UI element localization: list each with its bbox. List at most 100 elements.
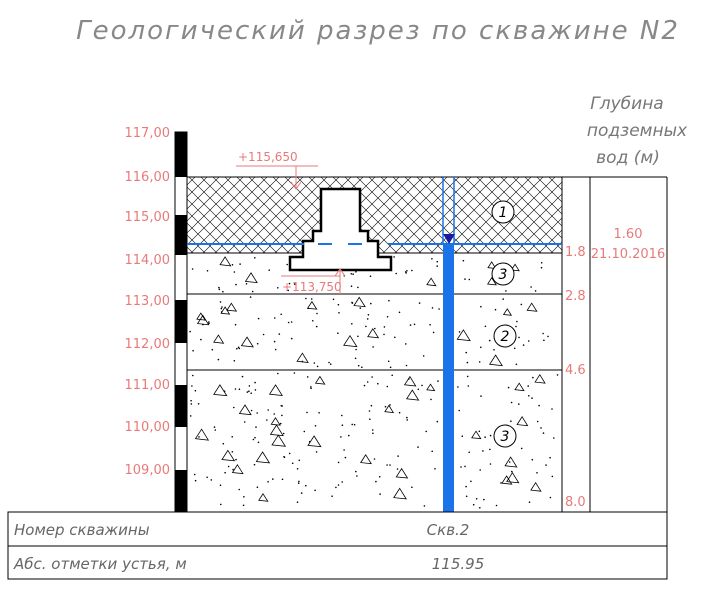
gw-header-line-2: подземных — [587, 121, 688, 141]
soil-dot — [231, 264, 234, 266]
layer-number: 3 — [501, 429, 510, 445]
soil-dot — [191, 385, 193, 387]
soil-dot — [465, 485, 467, 488]
soil-dot — [495, 504, 498, 507]
soil-dot — [374, 327, 376, 330]
soil-dot — [340, 436, 342, 438]
soil-dot — [221, 306, 223, 308]
soil-dot — [493, 349, 495, 351]
soil-triangle — [238, 404, 252, 416]
soil-triangle — [271, 434, 287, 447]
soil-dot — [234, 323, 237, 326]
soil-dot — [436, 260, 439, 263]
soil-dot — [513, 347, 516, 350]
soil-dot — [251, 290, 254, 293]
soil-dot — [197, 403, 200, 405]
soil-dot — [248, 390, 250, 393]
foundation-outline — [288, 187, 393, 272]
soil-dot — [536, 472, 538, 474]
soil-dot — [489, 448, 491, 451]
soil-triangle — [487, 261, 497, 269]
soil-dot — [315, 325, 318, 328]
soil-dot — [227, 465, 230, 468]
soil-dot — [277, 287, 279, 289]
soil-dot — [357, 335, 359, 338]
soil-dot — [273, 340, 276, 343]
soil-dot — [190, 403, 193, 405]
soil-dot — [423, 505, 426, 507]
soil-dot — [361, 366, 363, 369]
soil-dot — [314, 489, 316, 492]
soil-dot — [277, 372, 279, 375]
drawing-title: Геологический разрез по скважине N2 — [76, 16, 680, 46]
soil-dot — [369, 275, 372, 278]
soil-dot — [551, 475, 554, 478]
soil-dot — [489, 434, 492, 437]
soil-dot — [371, 376, 373, 378]
soil-dot — [482, 450, 484, 452]
soil-dot — [488, 339, 491, 342]
soil-triangles — [194, 256, 546, 502]
soil-dot — [282, 432, 285, 435]
soil-dot — [386, 385, 389, 388]
soil-dot — [353, 423, 356, 426]
elevation-label: 116,00 — [125, 170, 171, 185]
soil-dot — [287, 321, 290, 324]
soil-triangle — [395, 467, 409, 479]
table-row-label: Абс. отметки устья, м — [13, 555, 187, 573]
soil-dot — [190, 399, 192, 402]
soil-dot — [545, 464, 547, 466]
soil-dot — [248, 385, 251, 387]
soil-dot — [489, 463, 492, 465]
soil-dot — [417, 446, 419, 448]
soil-dot — [395, 272, 398, 275]
soil-dot — [238, 388, 241, 391]
soil-dot — [386, 464, 388, 466]
soil-dot — [262, 333, 265, 336]
soil-dot — [540, 427, 542, 429]
soil-dot — [290, 321, 293, 323]
soil-dot — [218, 288, 221, 291]
soil-dot — [281, 478, 284, 481]
soil-dot — [418, 302, 421, 304]
soil-dot — [422, 355, 425, 357]
soil-dot — [272, 478, 274, 480]
soil-triangle — [502, 308, 513, 316]
soil-dot — [464, 465, 466, 468]
soil-dot — [279, 422, 282, 425]
soil-dot — [549, 496, 552, 499]
soil-dot — [411, 269, 413, 272]
soil-dot — [222, 290, 224, 293]
soil-dot — [389, 464, 391, 466]
soil-dot — [466, 375, 469, 378]
soil-dot — [316, 365, 319, 368]
soil-dot — [465, 351, 468, 354]
soil-dot — [257, 317, 260, 320]
soil-triangle — [510, 263, 520, 272]
elevation-label: 109,00 — [125, 463, 171, 478]
layer-depth: 1.8 — [565, 245, 586, 260]
soil-dot — [253, 463, 256, 466]
soil-dot — [335, 486, 337, 489]
elevation-label: 112,00 — [125, 337, 171, 352]
soil-dot — [268, 269, 271, 272]
soil-dot — [257, 441, 260, 444]
soil-dot — [434, 468, 436, 470]
soil-dot — [432, 331, 435, 334]
soil-dot — [527, 385, 529, 387]
soil-dot — [398, 411, 401, 414]
soil-dot — [466, 361, 469, 364]
soil-dot — [297, 482, 300, 485]
soil-dot — [192, 349, 194, 352]
soil-dot — [465, 495, 468, 498]
soil-dot — [411, 486, 413, 489]
soil-dot — [206, 476, 208, 479]
soil-triangle — [353, 296, 366, 308]
soil-dot — [405, 272, 408, 274]
gw-header-line-1: Глубина — [590, 94, 663, 114]
soil-triangle — [226, 302, 238, 312]
soil-dot — [256, 486, 259, 489]
soil-dot — [298, 480, 300, 483]
groundwater-value: 1.60 21.10.2016 — [591, 227, 665, 262]
soil-dot — [318, 412, 320, 414]
